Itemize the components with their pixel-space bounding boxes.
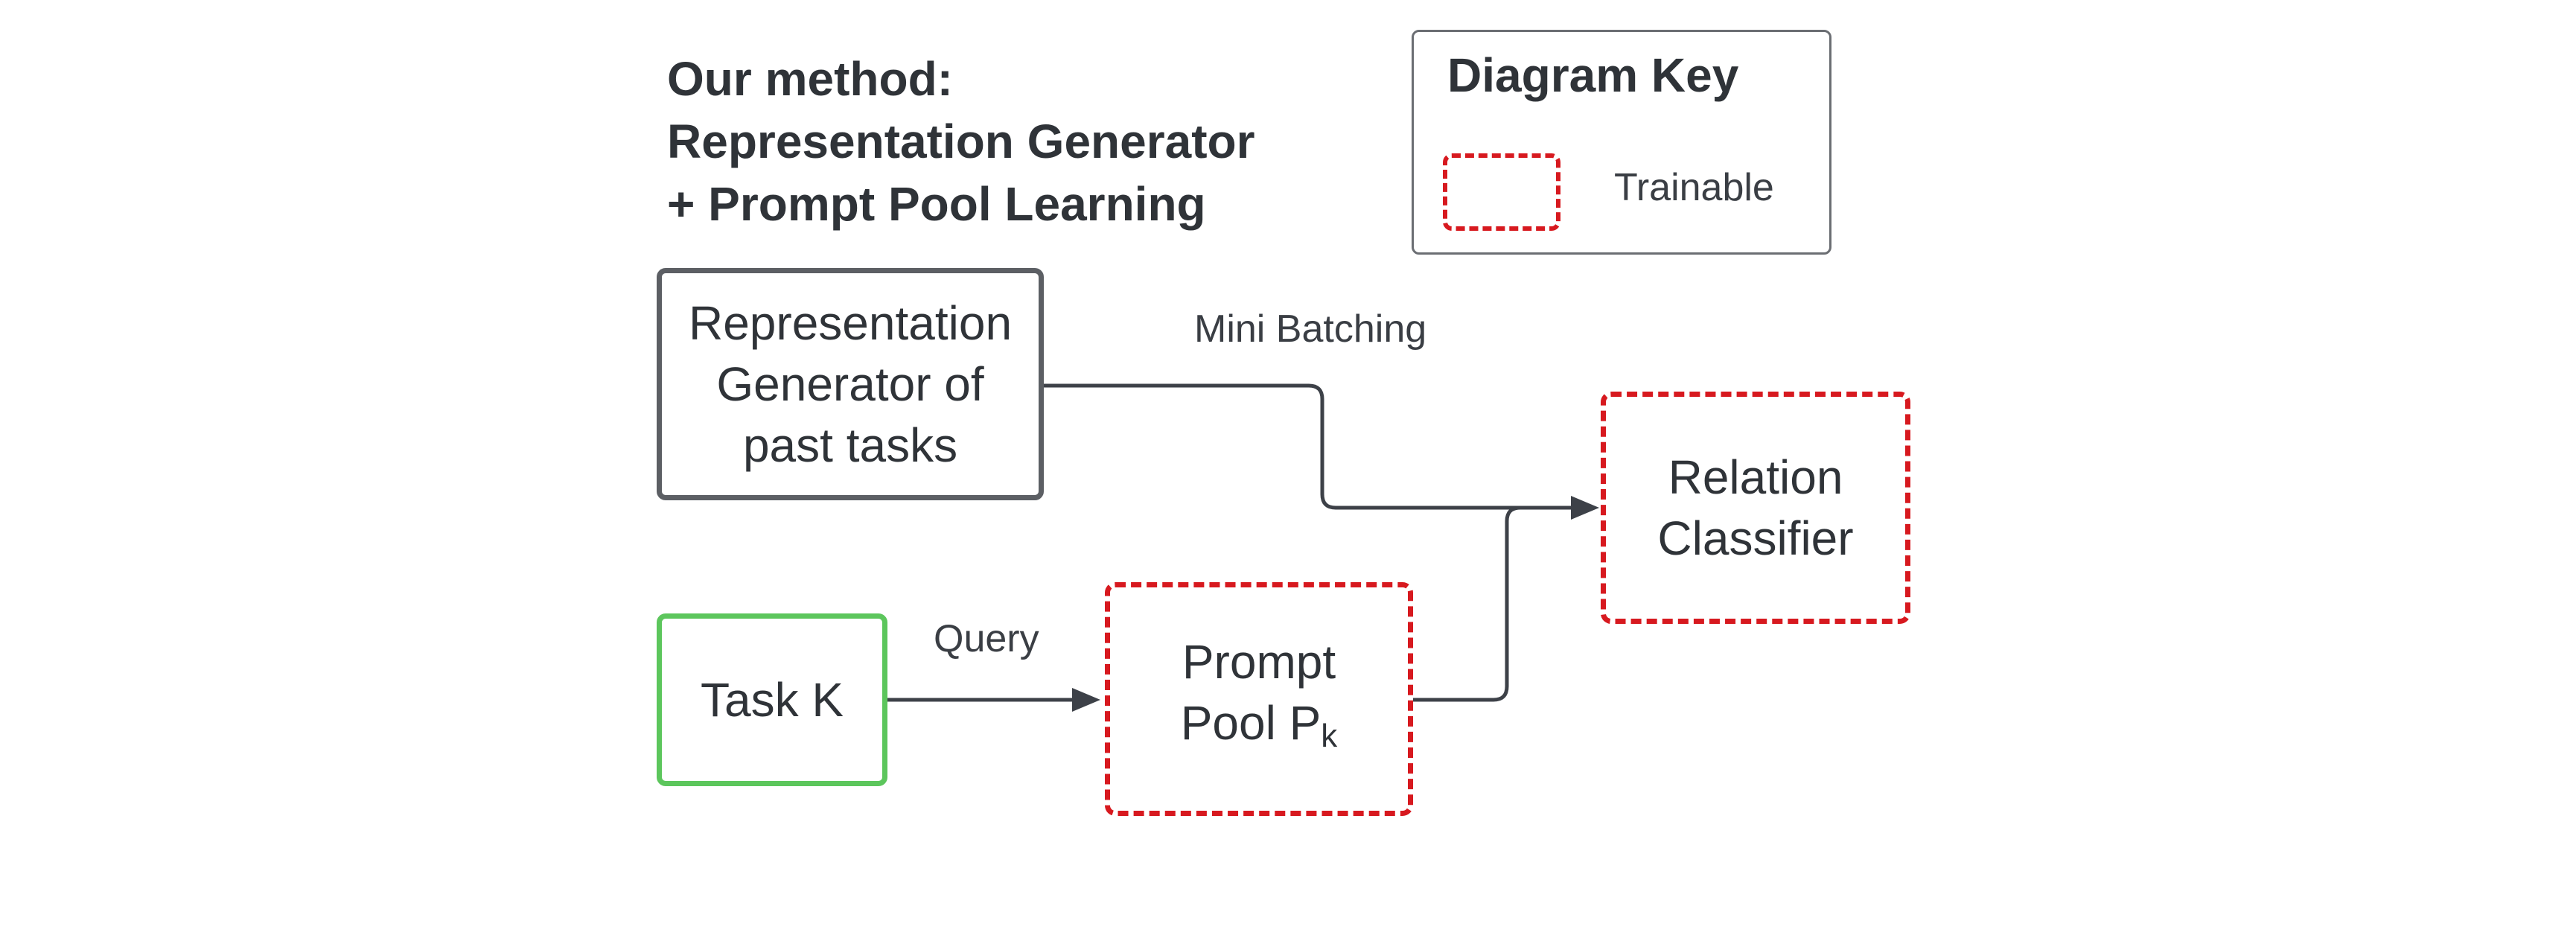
node-task-k: Task K [657, 613, 887, 786]
edge-generator-to-classifier [1044, 383, 1571, 510]
edge-label-mini-batching: Mini Batching [1194, 307, 1427, 351]
node-representation-generator-line-1: Representation [688, 296, 1013, 350]
edge-label-query: Query [934, 617, 1039, 660]
title-line-2: Representation Generator [667, 115, 1255, 168]
node-relation-classifier-line-1: Relation [1668, 450, 1843, 504]
diagram-key-box [1412, 30, 1831, 255]
diagram-key-title: Diagram Key [1447, 48, 1739, 102]
node-prompt-pool-line-1: Prompt [1182, 635, 1336, 689]
trainable-legend-swatch [1443, 153, 1560, 231]
diagram-title: Our method: Representation Generator + P… [667, 48, 1255, 235]
edge-prompt-pool-to-classifier [1413, 506, 1571, 702]
node-relation-classifier: Relation Classifier [1601, 392, 1910, 624]
title-line-3: + Prompt Pool Learning [667, 177, 1206, 231]
node-prompt-pool: Prompt Pool Pk [1105, 582, 1413, 816]
node-prompt-pool-subscript: k [1321, 718, 1338, 754]
title-line-1: Our method: [667, 52, 953, 106]
node-prompt-pool-main: Pool P [1180, 696, 1322, 750]
node-prompt-pool-line-2: Pool Pk [1181, 692, 1338, 767]
trainable-legend-label: Trainable [1614, 166, 1774, 209]
node-representation-generator: Representation Generator of past tasks [657, 268, 1044, 500]
node-relation-classifier-line-2: Classifier [1657, 511, 1854, 565]
node-representation-generator-line-3: past tasks [742, 418, 958, 472]
node-representation-generator-line-2: Generator of [716, 357, 984, 411]
arrowhead-classifier [1571, 496, 1599, 520]
node-task-k-label: Task K [700, 673, 844, 727]
arrowhead-query [1072, 688, 1100, 712]
